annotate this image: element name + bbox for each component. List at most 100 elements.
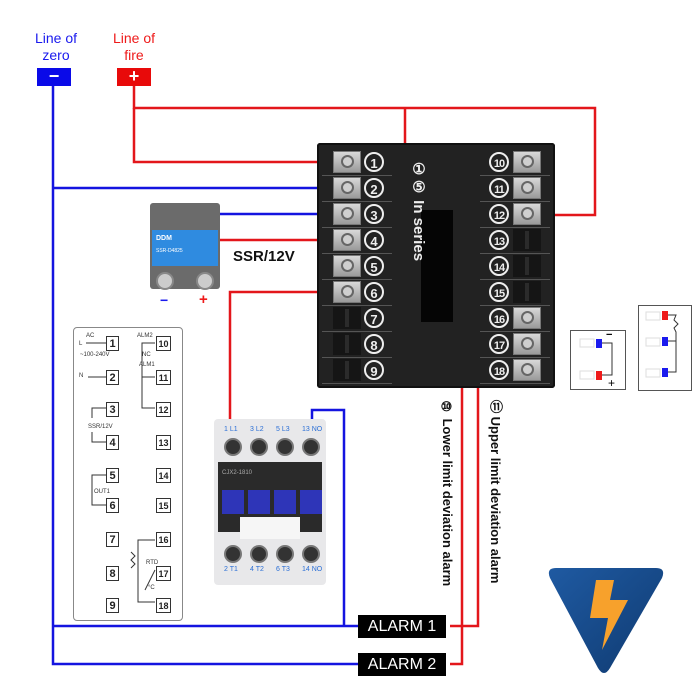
- contactor-top-label: 1 L1: [224, 426, 238, 433]
- zero-label-line2: zero: [42, 47, 70, 63]
- terminal-9-number: 9: [364, 360, 384, 380]
- terminal-7-screw: [333, 307, 361, 329]
- terminal-6-number: 6: [364, 282, 384, 302]
- terminal-divider: [322, 305, 392, 306]
- contactor-blue-block-3: [274, 490, 296, 514]
- lower-limit-note: ⑩ Lower limit deviation alarm: [440, 400, 455, 587]
- terminal-5-screw: [333, 255, 361, 277]
- wiring-schematic-inset: [73, 327, 183, 621]
- ssr-brand: DDM: [156, 235, 172, 242]
- contactor-wire: [228, 290, 345, 432]
- schematic-terminal-2: 2: [106, 370, 119, 385]
- lightning-bolt-icon: [590, 580, 628, 650]
- schematic-terminal-7: 7: [106, 532, 119, 547]
- contactor-bottom-terminal: [302, 545, 320, 563]
- terminal-14-screw: [513, 255, 541, 277]
- terminal-1-number: 1: [364, 152, 384, 172]
- alarm-1-label: ALARM 1: [358, 615, 446, 638]
- terminal-5-number: 5: [364, 256, 384, 276]
- terminal-18-screw: [513, 359, 541, 381]
- schematic-terminal-3: 3: [106, 402, 119, 417]
- contactor-bottom-terminal: [276, 545, 294, 563]
- terminal-13-number: 13: [489, 230, 509, 250]
- terminal-divider: [322, 383, 392, 384]
- ssr-plus-sign: +: [199, 291, 208, 308]
- schematic-alm2-label: ALM2: [137, 333, 153, 339]
- schematic-terminal-9: 9: [106, 598, 119, 613]
- upper-limit-note: ⑪ Upper limit deviation alarm: [488, 400, 503, 584]
- terminal-17-screw: [513, 333, 541, 355]
- schematic-terminal-14: 14: [156, 468, 171, 483]
- terminal-10-number: 10: [489, 152, 509, 172]
- ssr-minus-screw: [156, 272, 174, 290]
- terminal-7-number: 7: [364, 308, 384, 328]
- contactor-bottom-label: 14 NO: [302, 566, 323, 573]
- terminal-divider: [480, 331, 550, 332]
- thermocouple-minus: −: [606, 329, 613, 341]
- contactor-top-terminal: [224, 438, 242, 456]
- terminal-12-number: 12: [489, 204, 509, 224]
- schematic-terminal-12: 12: [156, 402, 171, 417]
- contactor-top-label: 5 L3: [276, 426, 290, 433]
- contactor-bottom-terminal: [250, 545, 268, 563]
- terminal-divider: [322, 331, 392, 332]
- terminal-3-number: 3: [364, 204, 384, 224]
- terminal-16-screw: [513, 307, 541, 329]
- terminal-divider: [480, 227, 550, 228]
- zero-terminal-minus: −: [37, 67, 71, 86]
- schematic-terminal-15: 15: [156, 498, 171, 513]
- line-of-zero-label: Line of zero: [26, 30, 86, 64]
- terminal-divider: [322, 357, 392, 358]
- schematic-terminal-5: 5: [106, 468, 119, 483]
- ssr-plus-screw: [196, 272, 214, 290]
- terminal-8-number: 8: [364, 334, 384, 354]
- terminal-18-number: 18: [489, 360, 509, 380]
- logo-triangle: [548, 568, 664, 673]
- ssr-label-face: DDM SSR-D4825: [152, 230, 218, 266]
- contactor-bottom-label: 2 T1: [224, 566, 238, 573]
- contactor-top-terminal: [302, 438, 320, 456]
- schematic-terminal-17: 17: [156, 566, 171, 581]
- schematic-terminal-16: 16: [156, 532, 171, 547]
- terminal-14-number: 14: [489, 256, 509, 276]
- terminal-12-screw: [513, 203, 541, 225]
- schematic-voltage-label: ~100-240V: [80, 352, 110, 358]
- terminal-divider: [480, 357, 550, 358]
- zero-wire-main: [51, 86, 360, 666]
- schematic-terminal-18: 18: [156, 598, 171, 613]
- schematic-nc-label: NC: [142, 352, 151, 358]
- terminal-11-screw: [513, 177, 541, 199]
- terminal-4-number: 4: [364, 230, 384, 250]
- contactor-top-terminal: [276, 438, 294, 456]
- schematic-terminal-13: 13: [156, 435, 171, 450]
- line-of-fire-label: Line of fire: [104, 30, 164, 64]
- terminal-4-screw: [333, 229, 361, 251]
- contactor-blue-block-2: [248, 490, 270, 514]
- terminal-17-number: 17: [489, 334, 509, 354]
- schematic-terminal-8: 8: [106, 566, 119, 581]
- schematic-n-label: N: [79, 373, 84, 379]
- terminal-15-screw: [513, 281, 541, 303]
- schematic-terminal-11: 11: [156, 370, 171, 385]
- terminal-divider: [480, 279, 550, 280]
- terminal-1-screw: [333, 151, 361, 173]
- schematic-tc-label: °C: [148, 585, 155, 591]
- terminal-11-number: 11: [489, 178, 509, 198]
- zero-label-line1: Line of: [34, 30, 78, 46]
- fire-wire-main: [132, 86, 597, 217]
- terminal-divider: [480, 305, 550, 306]
- terminal-2-screw: [333, 177, 361, 199]
- terminal-13-screw: [513, 229, 541, 251]
- terminal-divider: [322, 227, 392, 228]
- terminal-divider: [322, 201, 392, 202]
- terminal-divider: [480, 175, 550, 176]
- terminal-15-number: 15: [489, 282, 509, 302]
- schematic-rtd-label: RTD: [146, 560, 159, 566]
- terminal-8-screw: [333, 333, 361, 355]
- schematic-terminal-4: 4: [106, 435, 119, 450]
- terminal-2-number: 2: [364, 178, 384, 198]
- ssr-12v-label: SSR/12V: [233, 248, 295, 265]
- contactor-blue-block-4: [300, 490, 322, 514]
